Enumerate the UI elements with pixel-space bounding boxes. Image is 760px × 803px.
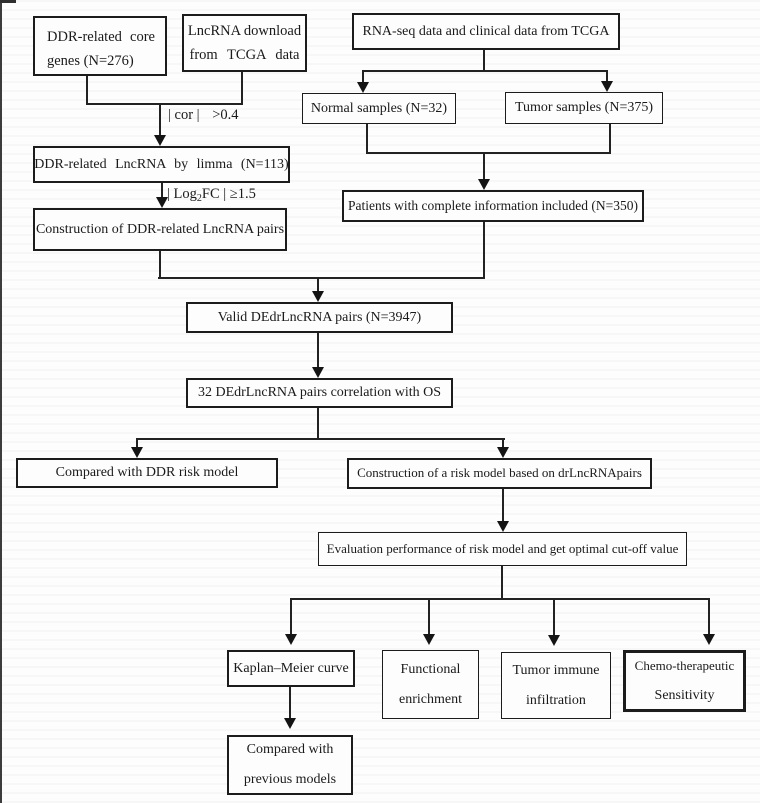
box-functional-enrichment: Functional enrichment — [382, 650, 479, 719]
connector-line — [161, 183, 163, 197]
box-normal-samples-label: Normal samples (N=32) — [310, 100, 448, 116]
box-os-correlation-label: 32 DEdrLncRNA pairs correlation with OS — [197, 385, 441, 401]
connector-line — [317, 333, 319, 367]
box-valid-pairs-label: Valid DEdrLncRNA pairs (N=3947) — [217, 309, 422, 325]
edge-label-logfc-threshold: | Log2FC | ≥1.5 — [167, 186, 256, 204]
box-evaluation-label: Evaluation performance of risk model and… — [326, 540, 679, 556]
box-km-curve-label: Kaplan–Meier curve — [233, 660, 349, 676]
arrowhead-down-icon — [497, 521, 509, 532]
arrowhead-down-icon — [284, 718, 296, 729]
arrowhead-down-icon — [285, 634, 297, 645]
connector-line — [159, 105, 161, 135]
arrowhead-down-icon — [312, 291, 324, 302]
text: core — [130, 29, 155, 45]
edge-label-cor-threshold: | cor | >0.4 — [168, 107, 239, 124]
connector-line — [501, 566, 503, 600]
box-compared-ddr-label: Compared with DDR risk model — [55, 465, 239, 481]
box-functional-enrichment-line1: Functional — [400, 661, 461, 677]
connector-line — [317, 408, 319, 440]
box-tumor-immune-line1: Tumor immune — [512, 662, 600, 678]
connector-line — [158, 277, 485, 279]
connector-line — [86, 76, 88, 105]
box-chemo-sensitivity: Chemo-therapeutic Sensitivity — [623, 650, 746, 712]
box-compared-previous: Compared with previous models — [227, 735, 353, 795]
connector-line — [483, 222, 485, 279]
box-os-correlation: 32 DEdrLncRNA pairs correlation with OS — [186, 378, 453, 408]
text: DDR-related — [47, 29, 122, 45]
box-normal-samples: Normal samples (N=32) — [302, 93, 456, 124]
box-chemo-sensitivity-line2: Sensitivity — [654, 688, 715, 703]
box-compared-previous-line1: Compared with — [246, 742, 334, 757]
logfc-subscript: 2 — [196, 193, 202, 204]
arrowhead-down-icon — [548, 635, 560, 646]
box-functional-enrichment-line2: enrichment — [399, 691, 462, 707]
box-lncrna-download-line1: LncRNA download — [187, 23, 302, 39]
connector-line — [290, 598, 710, 600]
arrowhead-down-icon — [131, 447, 143, 458]
connector-line — [708, 600, 710, 634]
connector-line — [502, 489, 504, 521]
box-ddr-core-genes-line1: DDR-related core — [47, 25, 155, 49]
box-construction-pairs-label: Construction of DDR-related LncRNA pairs — [35, 221, 285, 237]
connector-line — [241, 72, 243, 105]
box-compared-ddr: Compared with DDR risk model — [16, 458, 278, 488]
connector-line — [606, 72, 608, 81]
box-lncrna-download-line2: from TCGA data — [189, 47, 300, 63]
box-tumor-samples: Tumor samples (N=375) — [505, 92, 663, 124]
arrowhead-down-icon — [312, 367, 324, 378]
box-ddr-lncrna-limma-label: DDR-related LncRNA by limma (N=113) — [34, 156, 289, 172]
connector-line — [366, 152, 611, 154]
cor-value: >0.4 — [212, 107, 239, 123]
connector-line — [483, 50, 485, 72]
logfc-suffix: FC | ≥1.5 — [201, 186, 256, 202]
box-evaluation: Evaluation performance of risk model and… — [318, 532, 687, 566]
box-risk-model-label: Construction of a risk model based on dr… — [357, 465, 642, 481]
logfc-prefix: | Log — [167, 186, 197, 202]
arrowhead-down-icon — [154, 135, 166, 146]
box-compared-previous-line2: previous models — [243, 772, 337, 787]
connector-line — [483, 154, 485, 179]
box-rnaseq-tcga: RNA-seq data and clinical data from TCGA — [352, 13, 620, 50]
box-tumor-samples-label: Tumor samples (N=375) — [514, 100, 654, 116]
cor-bars: | cor | — [168, 107, 200, 123]
connector-line — [502, 440, 504, 448]
connector-line — [289, 687, 291, 718]
connector-line — [86, 103, 243, 105]
box-ddr-core-genes-line2: genes (N=276) — [47, 53, 134, 69]
box-patients-included: Patients with complete information inclu… — [342, 190, 644, 222]
arrowhead-down-icon — [703, 634, 715, 645]
arrowhead-down-icon — [357, 82, 369, 93]
box-lncrna-download: LncRNA download from TCGA data — [182, 14, 307, 72]
connector-line — [428, 600, 430, 634]
connector-line — [159, 251, 161, 279]
connector-line — [553, 600, 555, 635]
box-risk-model: Construction of a risk model based on dr… — [347, 458, 652, 489]
box-ddr-core-genes: DDR-related core genes (N=276) — [33, 16, 167, 76]
box-ddr-lncrna-limma: DDR-related LncRNA by limma (N=113) — [33, 146, 290, 183]
connector-line — [362, 70, 608, 72]
box-valid-pairs: Valid DEdrLncRNA pairs (N=3947) — [186, 302, 453, 333]
scan-edge-top-dash — [0, 0, 16, 3]
arrowhead-down-icon — [478, 179, 490, 190]
box-chemo-sensitivity-line1: Chemo-therapeutic — [634, 658, 735, 673]
box-tumor-immune-line2: infiltration — [526, 692, 586, 708]
connector-line — [366, 124, 368, 154]
scan-edge-left — [0, 0, 2, 803]
arrowhead-down-icon — [156, 197, 168, 208]
box-patients-included-label: Patients with complete information inclu… — [348, 197, 638, 213]
connector-line — [362, 72, 364, 82]
connector-line — [136, 438, 505, 440]
connector-line — [290, 600, 292, 634]
arrowhead-down-icon — [497, 447, 509, 458]
arrowhead-down-icon — [601, 81, 613, 92]
connector-line — [136, 440, 138, 447]
connector-line — [317, 279, 319, 291]
box-km-curve: Kaplan–Meier curve — [227, 650, 355, 687]
connector-line — [609, 124, 611, 154]
arrowhead-down-icon — [423, 634, 435, 645]
box-construction-pairs: Construction of DDR-related LncRNA pairs — [33, 208, 287, 251]
box-rnaseq-tcga-label: RNA-seq data and clinical data from TCGA — [362, 23, 610, 39]
box-tumor-immune: Tumor immune infiltration — [501, 652, 611, 719]
